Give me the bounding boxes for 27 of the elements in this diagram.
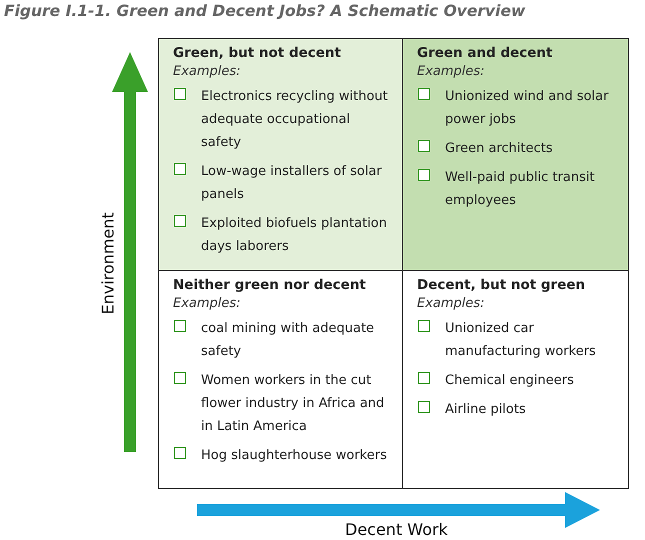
list-item: Unionized wind and solar power jobs [445, 88, 610, 129]
quadrant-heading: Decent, but not green [417, 277, 586, 293]
examples-label: Examples: [173, 64, 242, 79]
list-item: Chemical engineers [445, 372, 575, 390]
examples-label: Examples: [173, 296, 242, 311]
list-item: Green architects [445, 140, 554, 158]
quadrant-heading: Green and decent [417, 45, 554, 61]
list-item: Well-paid public transit employees [445, 169, 596, 210]
quadrant-cell [402, 38, 629, 271]
quadrant-cell [402, 270, 629, 489]
list-item: coal mining with adequate safety [201, 320, 376, 361]
axis-label: Environment [98, 214, 118, 314]
list-item: Exploited biofuels plantation days laborers [201, 215, 388, 256]
axis-label: Decent Work [345, 520, 448, 539]
list-item: Women workers in the cut flower industry in Africa and in Latin America [201, 372, 386, 436]
list-item: Low-wage installers of solar panels [201, 163, 383, 204]
list-item: Electronics recycling without adequate occupational safety [201, 88, 389, 152]
quadrant-heading: Green, but not decent [173, 45, 342, 61]
list-item: Unionized car manufacturing workers [445, 320, 597, 361]
list-item: Hog slaughterhouse workers [201, 447, 388, 465]
quadrant-cell [158, 38, 403, 271]
examples-label: Examples: [417, 296, 486, 311]
figure-title: Figure I.1-1. Green and Decent Jobs? A Schematic Overview [4, 2, 526, 20]
quadrant-cell [158, 270, 403, 489]
list-item: Airline pilots [445, 401, 527, 419]
quadrant-heading: Neither green nor decent [173, 277, 367, 293]
examples-label: Examples: [417, 64, 486, 79]
